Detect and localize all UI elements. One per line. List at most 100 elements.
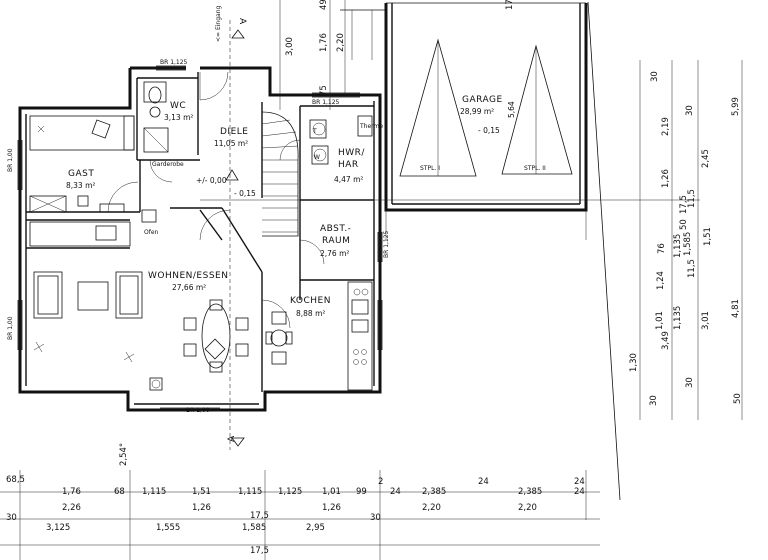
dims-right: 30 2,19 30 5,99 2,45 1,26 17,5 11,5 50 7… xyxy=(629,71,743,406)
br-top-label: BR 1,125 xyxy=(160,59,188,66)
interior-walls xyxy=(26,72,374,392)
dims-bottom-row-3: 3,125 1,555 1,585 2,95 30 30 17,5 xyxy=(6,511,381,533)
room-wc-area: 3,13 m² xyxy=(164,113,193,122)
dim-b2-2: 1,26 xyxy=(192,503,211,513)
dim-right-17: 1,135 xyxy=(673,306,683,330)
dim-b1-4: 1,115 xyxy=(142,487,166,497)
dim-right-15: 11,5 xyxy=(687,259,697,278)
dim-top-4: 75 xyxy=(319,85,329,96)
dim-right-24: 50 xyxy=(733,393,743,404)
dim-top-2: 1,76 xyxy=(319,33,329,52)
gast-furniture xyxy=(29,115,157,247)
room-wc-name: WC xyxy=(170,101,186,111)
section-a-bottom: A xyxy=(227,435,237,442)
ofen-label: Ofen xyxy=(144,229,159,236)
dim-right-18: 3,49 xyxy=(661,331,671,350)
dim-right-9: 50 xyxy=(679,219,689,230)
level-diele: +/- 0,00 xyxy=(196,176,227,185)
staircase xyxy=(261,111,299,237)
dim-b1-7: 1,125 xyxy=(278,487,302,497)
room-abst-area: 2,76 m² xyxy=(320,249,349,258)
wc-fixtures xyxy=(143,81,169,153)
dim-b3-5: 30 xyxy=(6,513,17,523)
dim-b2-5: 2,20 xyxy=(518,503,537,513)
kitchen-fixtures xyxy=(265,281,373,391)
dim-b1-5: 1,51 xyxy=(192,487,211,497)
dim-b1-6: 1,115 xyxy=(238,487,262,497)
level-diele-2: - 0,15 xyxy=(234,189,256,198)
dim-right-10: 76 xyxy=(657,243,667,254)
dim-b1-15: 24 xyxy=(574,487,585,497)
therme-label: Therme xyxy=(359,123,383,130)
room-diele-name: DIELE xyxy=(220,127,248,137)
door-swings xyxy=(107,71,325,329)
room-garage-area: 28,99 m² xyxy=(460,107,494,116)
stpl-1-label: STPL. I xyxy=(420,165,440,172)
room-hwr-name-line1: HWR/ xyxy=(338,148,365,158)
room-kochen-area: 8,88 m² xyxy=(296,309,325,318)
hwr-fixtures: T W xyxy=(309,115,373,165)
dims-bottom-row-2: 2,26 1,26 1,26 2,20 2,20 xyxy=(62,503,537,513)
house-outer-walls xyxy=(18,66,382,412)
dim-b2-3: 1,26 xyxy=(322,503,341,513)
dim-b1-3: 68 xyxy=(114,487,125,497)
section-a-top: A xyxy=(237,18,247,25)
dim-b3-7: 17,5 xyxy=(250,511,269,521)
dim-right-21: 1,30 xyxy=(629,353,639,372)
dim-b2-4: 2,20 xyxy=(422,503,441,513)
dim-right-8: 11,5 xyxy=(687,189,697,208)
dim-top-5: 17 xyxy=(505,0,515,10)
section-line-a xyxy=(225,20,245,450)
dim-b1-13: 2,385 xyxy=(518,487,542,497)
dim-right-11: 1,135 xyxy=(673,234,683,258)
room-abst-name: RAUM xyxy=(322,236,350,246)
dims-bottom-row-4: 17,5 xyxy=(250,546,269,556)
dim-b3-1: 3,125 xyxy=(46,523,70,533)
room-hwr-name: HAR xyxy=(338,160,359,170)
dim-b1-11: 2,385 xyxy=(422,487,446,497)
angle-label: 2,54° xyxy=(119,443,129,466)
dim-b3-6: 30 xyxy=(370,513,381,523)
dim-right-14: 1,24 xyxy=(656,271,666,290)
room-hwr-area: 4,47 m² xyxy=(334,175,363,184)
dim-b1-8: 1,01 xyxy=(322,487,341,497)
dim-b1-9: 99 xyxy=(356,487,367,497)
dim-right-5: 2,45 xyxy=(701,149,711,168)
dim-right-16: 1,01 xyxy=(655,311,665,330)
level-garage: - 0,15 xyxy=(478,126,500,135)
dimension-lines xyxy=(0,0,743,560)
room-wohnen-area: 27,66 m² xyxy=(172,283,206,292)
br-left-label-2: BR 1,00 xyxy=(7,316,14,340)
dim-b3-4: 2,95 xyxy=(306,523,325,533)
dim-b1-16: 2 xyxy=(378,477,383,487)
dim-b4-1: 17,5 xyxy=(250,546,269,556)
dims-bottom-row-1: 68,5 1,76 68 1,115 1,51 1,115 1,125 1,01… xyxy=(6,475,585,497)
br-left-label-1: BR 1,00 xyxy=(7,148,14,172)
room-kochen-name: KOCHEN xyxy=(290,296,331,306)
dim-right-7: 17,5 xyxy=(679,195,689,214)
living-furniture xyxy=(33,271,249,391)
dim-b1-1: 68,5 xyxy=(6,475,25,485)
room-gast-name: GAST xyxy=(68,169,94,179)
br-bottom-label: BR 1,00 xyxy=(186,407,210,414)
garage xyxy=(340,1,621,501)
dim-right-12: 1,585 xyxy=(683,232,693,256)
br-hwr-label: BR 1,125 xyxy=(312,99,340,106)
garage-height: 5,64 xyxy=(507,101,516,118)
room-gast-area: 8,33 m² xyxy=(66,181,95,190)
dim-right-22: 30 xyxy=(685,377,695,388)
room-wohnen-name: WOHNEN/ESSEN xyxy=(148,271,228,281)
room-garage-name: GARAGE xyxy=(462,95,503,105)
dim-top-1: 3,00 xyxy=(285,37,295,56)
dim-top-3: 2,20 xyxy=(336,33,346,52)
eingang-label: <= Eingang xyxy=(215,5,222,42)
garderobe-label: Garderobe xyxy=(152,161,184,168)
dim-b1-2: 1,76 xyxy=(62,487,81,497)
br-right-label: BR 1,125 xyxy=(383,230,390,258)
dim-right-19: 3,01 xyxy=(701,311,711,330)
dim-right-20: 4,81 xyxy=(731,299,741,318)
dim-b3-2: 1,555 xyxy=(156,523,180,533)
dim-b1-14: 24 xyxy=(574,477,585,487)
dim-right-4: 5,99 xyxy=(731,97,741,116)
